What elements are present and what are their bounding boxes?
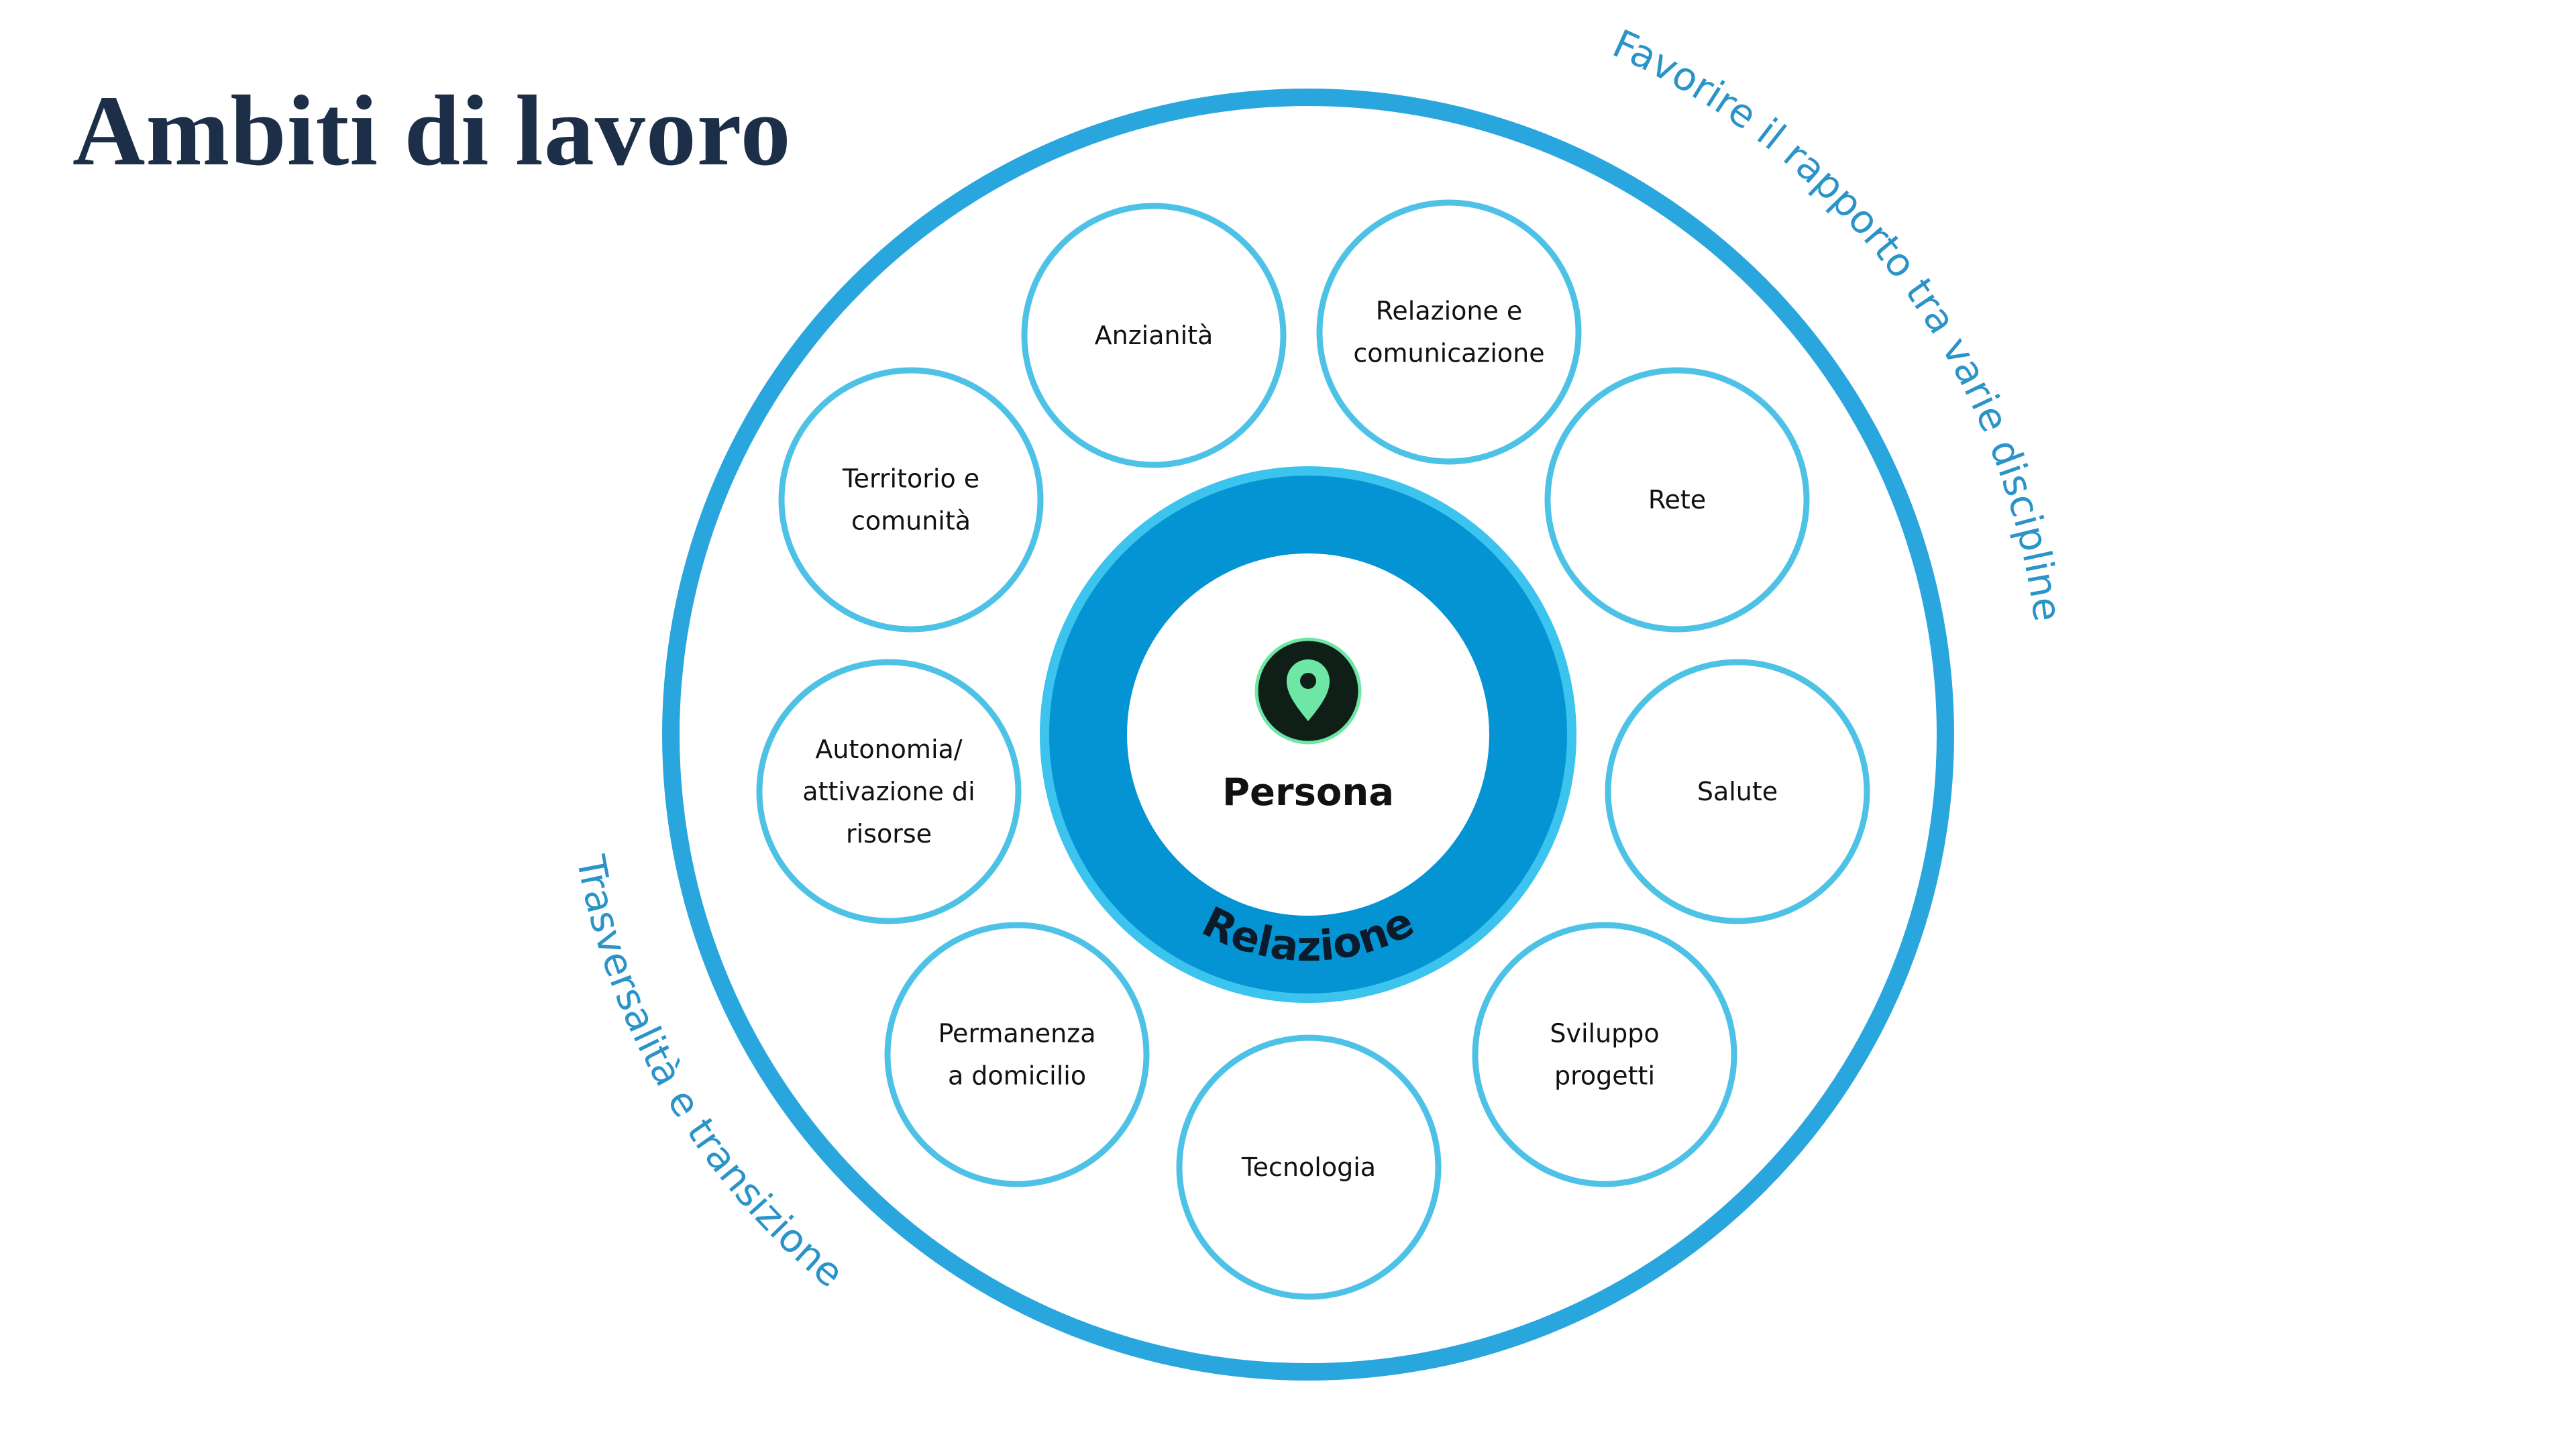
- node-label-line: Territorio e: [842, 464, 979, 494]
- node-circle: [1472, 922, 1737, 1187]
- node-label-line: comunità: [851, 506, 971, 536]
- node-label-line: attivazione di: [802, 777, 975, 806]
- node-permanenza-domicilio: Permanenza a domicilio: [884, 922, 1150, 1187]
- node-label: Rete: [1648, 485, 1706, 515]
- node-label: Permanenza a domicilio: [938, 1019, 1096, 1091]
- nodes-group: Anzianità Relazione e comunicazioneReteSal…: [756, 199, 1870, 1300]
- location-pin-icon: [1254, 637, 1362, 745]
- node-rete: Rete: [1544, 367, 1810, 633]
- node-label-line: Rete: [1648, 485, 1706, 515]
- outer-ring: [662, 89, 1954, 1381]
- persona-label: Persona: [1222, 771, 1394, 814]
- node-circle: [1021, 203, 1287, 468]
- node-label-line: Permanenza: [938, 1019, 1096, 1049]
- node-salute: Salute: [1605, 659, 1870, 924]
- node-circle: [1316, 199, 1582, 465]
- node-label: Sviluppo progetti: [1550, 1019, 1659, 1091]
- node-tecnologia: Tecnologia: [1176, 1034, 1442, 1300]
- node-label-line: Relazione e: [1376, 297, 1523, 326]
- node-label: Relazione e comunicazione: [1353, 297, 1544, 368]
- node-label: Salute: [1697, 777, 1778, 806]
- node-circle: [778, 367, 1044, 633]
- node-label-line: Sviluppo: [1550, 1019, 1659, 1049]
- node-circle: [756, 659, 1022, 924]
- node-autonomia: Autonomia/attivazione di risorse: [756, 659, 1022, 924]
- node-label-line: Autonomia/: [815, 735, 962, 764]
- node-circle: [1544, 367, 1810, 633]
- node-circle: [1176, 1034, 1442, 1300]
- node-sviluppo-progetti: Sviluppo progetti: [1472, 922, 1737, 1187]
- node-label-line: Anzianità: [1095, 321, 1214, 350]
- node-circle: [884, 922, 1150, 1187]
- node-label-line: comunicazione: [1353, 339, 1544, 368]
- bottom-left-arc-text: Trasversalità e transizione: [568, 851, 853, 1296]
- node-anzianita: Anzianità: [1021, 203, 1287, 468]
- node-label-line: progetti: [1554, 1061, 1655, 1091]
- node-label-line: risorse: [846, 819, 932, 849]
- node-circle: [1605, 659, 1870, 924]
- node-label: Tecnologia: [1241, 1152, 1376, 1182]
- node-label-line: Salute: [1697, 777, 1778, 806]
- node-label-line: a domicilio: [948, 1061, 1086, 1091]
- node-label: Territorio e comunità: [842, 464, 979, 536]
- node-label: Autonomia/attivazione di risorse: [802, 735, 975, 849]
- node-label-line: Tecnologia: [1241, 1152, 1376, 1182]
- node-relazione-comunicazione: Relazione e comunicazione: [1316, 199, 1582, 465]
- node-territorio-comunita: Territorio e comunità: [778, 367, 1044, 633]
- node-label: Anzianità: [1095, 321, 1214, 350]
- bottom-left-arc-label: Trasversalità e transizione: [568, 851, 853, 1296]
- page-title: Ambiti di lavoro: [72, 75, 792, 186]
